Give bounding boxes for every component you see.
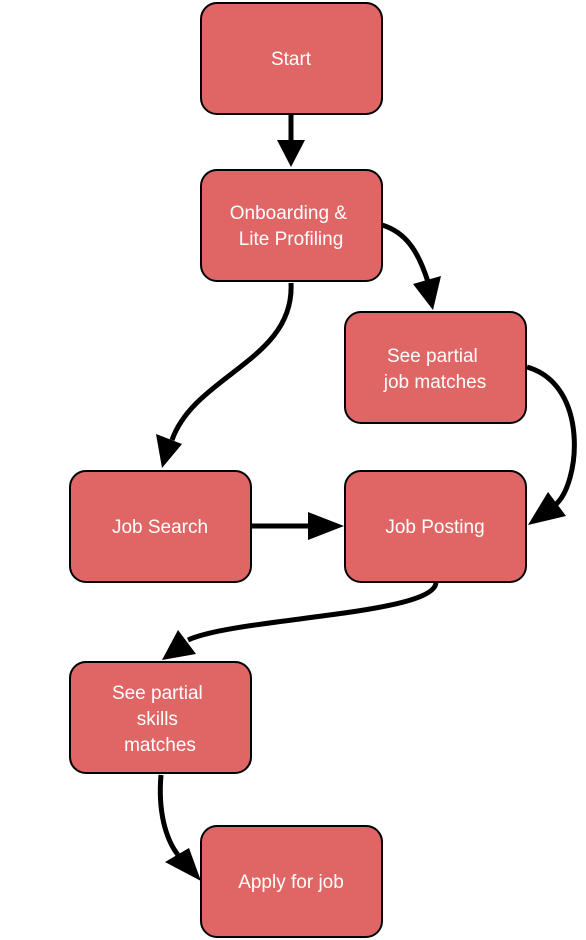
- edge-partial-job-to-job-posting: [526, 364, 577, 507]
- edge-onboarding-to-job-search: [169, 282, 294, 441]
- node-see-partial-skills-matches-label: See partial skills matches: [112, 683, 208, 756]
- node-job-posting[interactable]: Job Posting: [344, 470, 527, 583]
- arrowhead-job-search-to-job-posting: [308, 512, 344, 540]
- node-job-posting-label: Job Posting: [385, 517, 484, 538]
- node-see-partial-job-matches-label: See partial job matches: [383, 346, 486, 393]
- node-see-partial-job-matches-box: [344, 311, 527, 424]
- edge-onboarding-to-partial-job: [381, 222, 431, 283]
- node-onboarding-box: [200, 169, 383, 282]
- node-see-partial-job-matches[interactable]: See partial job matches: [344, 311, 527, 424]
- node-start[interactable]: Start: [200, 2, 383, 115]
- edge-job-posting-to-partial-skills: [186, 581, 439, 643]
- node-onboarding[interactable]: Onboarding & Lite Profiling: [200, 169, 383, 282]
- arrowhead-job-posting-to-partial-skills: [162, 630, 196, 660]
- edges: [156, 114, 577, 881]
- edge-partial-skills-to-apply: [157, 774, 181, 857]
- node-job-search-box: [69, 470, 252, 583]
- node-apply-for-job-label: Apply for job: [238, 872, 344, 893]
- node-start-label: Start: [271, 49, 312, 70]
- node-apply-for-job[interactable]: Apply for job: [200, 825, 383, 938]
- arrowhead-onboarding-to-job-search: [156, 434, 182, 468]
- arrowhead-partial-job-to-job-posting: [528, 492, 566, 525]
- arrowhead-start-to-onboarding: [277, 140, 305, 167]
- node-see-partial-skills-matches[interactable]: See partial skills matches: [69, 661, 252, 774]
- node-see-partial-skills-matches-box: [69, 661, 252, 774]
- node-start-box: [200, 2, 383, 115]
- node-onboarding-label: Onboarding & Lite Profiling: [230, 203, 353, 250]
- arrowhead-partial-skills-to-apply: [165, 848, 201, 881]
- node-job-search[interactable]: Job Search: [69, 470, 252, 583]
- node-job-search-label: Job Search: [112, 517, 208, 538]
- node-apply-for-job-box: [200, 825, 383, 938]
- node-job-posting-box: [344, 470, 527, 583]
- arrowhead-onboarding-to-partial-job: [413, 276, 441, 310]
